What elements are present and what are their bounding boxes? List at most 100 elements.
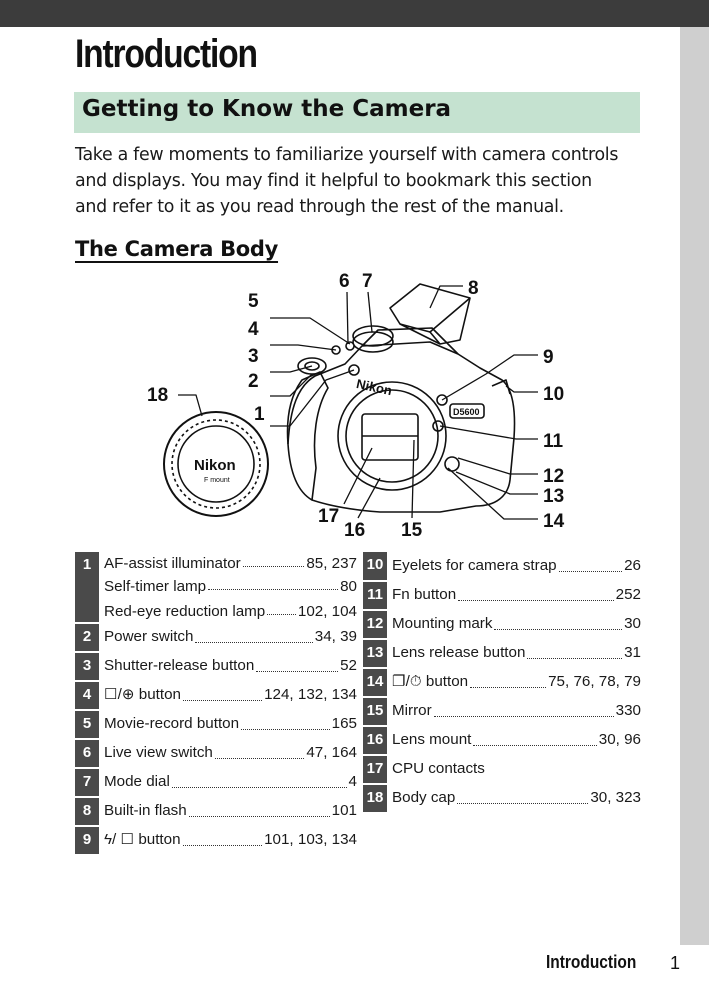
legend-pages: 75, 76, 78, 79 — [548, 673, 641, 690]
legend-number: 14 — [363, 667, 387, 698]
legend-row: 13 Lens release button 31 — [363, 638, 641, 669]
legend-line: Movie-record button 165 — [104, 710, 357, 738]
legend-pages: 52 — [340, 657, 357, 674]
legend-number: 2 — [75, 623, 99, 653]
legend-line: ϟ/ ☐ button 101, 103, 134 — [104, 826, 357, 854]
legend-row: 5 Movie-record button 165 — [75, 709, 357, 740]
legend-label: ☐/⊕ button — [104, 686, 182, 703]
legend-line: CPU contacts — [392, 755, 641, 783]
camera-brand-text: Nikon — [355, 376, 393, 398]
legend-pages: 26 — [624, 557, 641, 574]
legend-label: Lens release button — [392, 644, 526, 661]
callout-12: 12 — [543, 466, 564, 487]
legend-label: Live view switch — [104, 744, 213, 761]
callout-6: 6 — [339, 271, 350, 292]
intro-line: and displays. You may find it helpful to… — [75, 171, 592, 191]
body-cap-brand: Nikon — [194, 457, 236, 474]
legend-label: Eyelets for camera strap — [392, 557, 557, 574]
legend-line: Mounting mark 30 — [392, 610, 641, 638]
legend-pages: 34, 39 — [314, 628, 357, 645]
intro-line: Take a few moments to familiarize yourse… — [75, 145, 619, 165]
model-badge-text: D5600 — [453, 407, 480, 417]
flash-head — [389, 283, 471, 345]
legend-number: 11 — [363, 580, 387, 611]
chapter-title: Introduction — [75, 32, 258, 76]
callout-16: 16 — [344, 520, 365, 540]
legend-pages: 124, 132, 134 — [264, 686, 357, 703]
legend-row: 17 CPU contacts — [363, 754, 641, 785]
legend-pages: 30 — [624, 615, 641, 632]
model-badge-shape — [449, 403, 485, 419]
footer-page-number: 1 — [670, 953, 681, 973]
subheading-camera-body: The Camera Body — [75, 237, 279, 261]
legend-pages: 101 — [331, 802, 357, 819]
legend-pages: 165 — [331, 715, 357, 732]
callout-8: 8 — [468, 278, 479, 299]
legend-label: Mounting mark — [392, 615, 493, 632]
legend-pages: 330 — [615, 702, 641, 719]
callout-4: 4 — [248, 319, 259, 340]
lens-mount-ring — [337, 381, 447, 491]
legend-label: Self-timer lamp — [104, 578, 207, 595]
intro-line: and refer to it as you read through the … — [75, 197, 564, 217]
legend-label: Mode dial — [104, 773, 170, 790]
legend-label: CPU contacts — [392, 760, 485, 777]
legend-number: 12 — [363, 609, 387, 640]
legend-label: Movie-record button — [104, 715, 240, 732]
callout-7: 7 — [362, 271, 373, 292]
mirror-box — [361, 413, 419, 461]
legend-row: 9 ϟ/ ☐ button 101, 103, 134 — [75, 825, 357, 856]
legend-label: ϟ/ ☐ button — [104, 831, 181, 848]
callout-1: 1 — [254, 404, 265, 425]
legend-pages: 31 — [624, 644, 641, 661]
callout-9: 9 — [543, 347, 554, 368]
legend-pages: 252 — [615, 586, 641, 603]
legend-label: Fn button — [392, 586, 457, 603]
legend-row: 11 Fn button 252 — [363, 580, 641, 611]
legend-row: 12 Mounting mark 30 — [363, 609, 641, 640]
legend-number: 7 — [75, 767, 99, 798]
callout-3: 3 — [248, 346, 259, 367]
legend-line: Built-in flash 101 — [104, 797, 357, 825]
legend-line: ☐/⊕ button 124, 132, 134 — [104, 681, 357, 709]
prism-hump — [361, 327, 459, 355]
legend-label: Built-in flash — [104, 802, 187, 819]
footer-section-label: Introduction — [546, 952, 637, 972]
callout-15: 15 — [401, 520, 423, 540]
legend-number: 1 — [75, 552, 99, 624]
callout-2: 2 — [248, 371, 259, 392]
callout-5: 5 — [248, 291, 259, 312]
legend-number: 13 — [363, 638, 387, 669]
legend-line: Lens release button 31 — [392, 639, 641, 667]
body-cap-outer — [163, 411, 269, 517]
callout-14: 14 — [543, 511, 565, 532]
body-cap-subtext: F mount — [204, 477, 230, 484]
legend-number: 9 — [75, 825, 99, 856]
legend-label: Body cap — [392, 789, 456, 806]
legend-pages: 101, 103, 134 — [264, 831, 357, 848]
camera-body-diagram: Nikon Nikon F mount D5600 1 2 3 4 5 6 7 … — [147, 271, 565, 540]
legend-number: 5 — [75, 709, 99, 740]
callout-11: 11 — [543, 431, 564, 452]
legend-label: Lens mount — [392, 731, 472, 748]
legend-label: AF-assist illuminator — [104, 555, 241, 572]
top-header-bar — [0, 0, 709, 27]
callout-10: 10 — [543, 384, 564, 405]
section-title: Getting to Know the Camera — [82, 96, 452, 122]
